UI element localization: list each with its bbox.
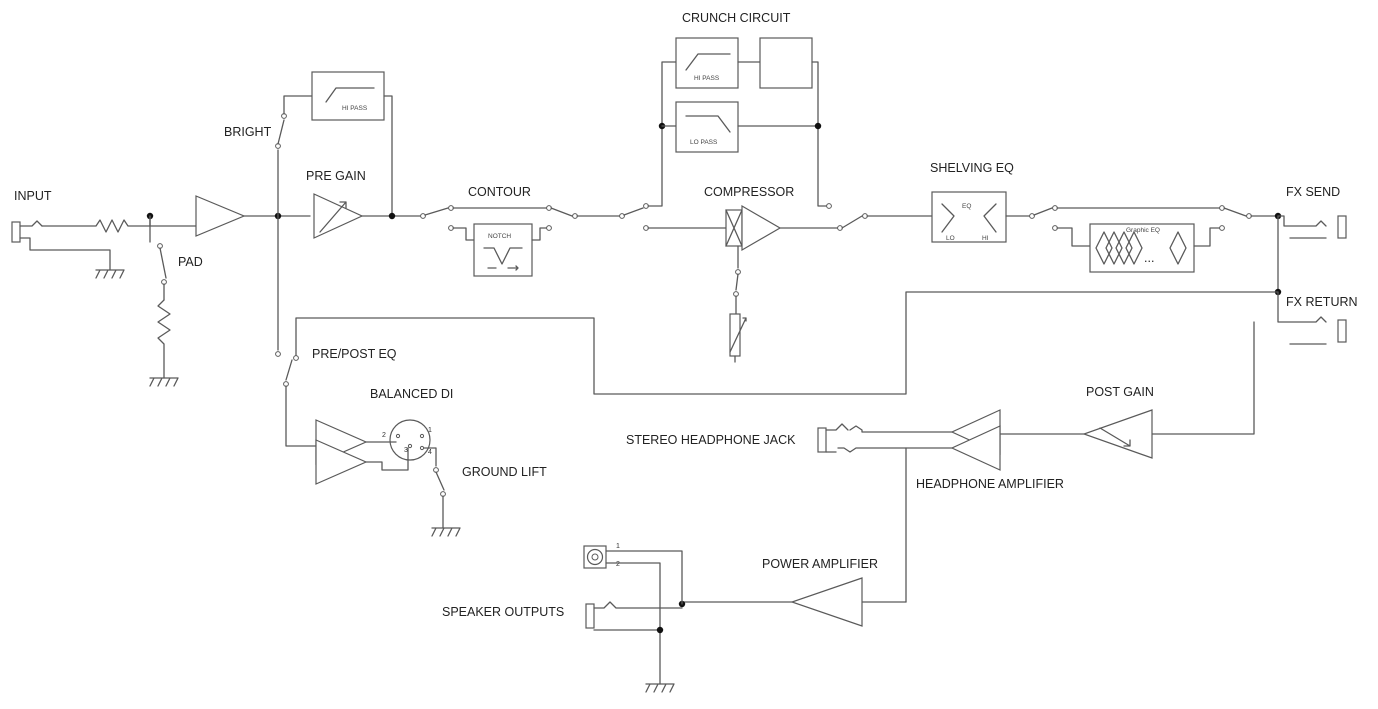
contour-switch-in[interactable] — [420, 205, 454, 231]
ground-lift-label: GROUND LIFT — [462, 465, 547, 479]
compressor-sidechain — [729, 245, 747, 363]
contour-label: CONTOUR — [468, 185, 531, 199]
post-gain-amp[interactable] — [1082, 409, 1153, 459]
ground-lift-switch[interactable] — [423, 447, 461, 537]
contour-notch-filter: NOTCH — [473, 223, 533, 277]
input-jack — [11, 220, 125, 279]
pad-label: PAD — [178, 255, 203, 269]
svg-text:2: 2 — [616, 561, 620, 568]
bright-switch[interactable] — [275, 95, 313, 217]
svg-text:1: 1 — [616, 543, 620, 550]
contour-switch-out[interactable] — [550, 207, 578, 219]
svg-text:1: 1 — [428, 427, 432, 434]
crunch-lo-pass-filter: LO PASS — [675, 101, 739, 153]
svg-text:NOTCH: NOTCH — [488, 233, 511, 240]
svg-text:LO PASS: LO PASS — [690, 139, 718, 146]
graphic-eq: Graphic EQ ... — [1089, 223, 1195, 273]
svg-text:4: 4 — [428, 449, 432, 456]
svg-text:2: 2 — [382, 432, 386, 439]
bright-label: BRIGHT — [224, 125, 272, 139]
speakon-output[interactable]: 1 2 — [583, 543, 620, 569]
stereo-headphone-jack[interactable] — [817, 423, 849, 453]
graphic-eq-switch-out[interactable] — [1219, 205, 1252, 231]
crunch-block — [759, 37, 813, 89]
compressor-label: COMPRESSOR — [704, 185, 794, 199]
svg-text:LO: LO — [946, 235, 955, 242]
pad-switch[interactable] — [149, 215, 167, 301]
shelving-eq-label: SHELVING EQ — [930, 161, 1014, 175]
crunch-switch-out[interactable] — [826, 203, 868, 231]
pre-post-eq-label: PRE/POST EQ — [312, 347, 397, 361]
shelving-eq: EQ LO HI — [931, 191, 1007, 243]
input-resistor — [41, 219, 197, 233]
headphone-amplifier — [950, 409, 1001, 471]
bright-hi-pass-filter: HI PASS — [311, 71, 385, 121]
crunch-switch-in[interactable] — [619, 203, 649, 231]
svg-text:HI: HI — [982, 235, 989, 242]
fx-return-jack[interactable] — [1277, 291, 1347, 345]
pre-post-eq-switch[interactable] — [275, 351, 299, 387]
speaker-outputs-label: SPEAKER OUTPUTS — [442, 605, 564, 619]
crunch-hi-pass-filter: HI PASS — [675, 37, 739, 89]
svg-text:Graphic EQ: Graphic EQ — [1126, 227, 1160, 234]
crunch-circuit-label: CRUNCH CIRCUIT — [682, 11, 791, 25]
pad-resistor — [149, 299, 179, 387]
stereo-headphone-jack-label: STEREO HEADPHONE JACK — [626, 433, 796, 447]
balanced-di-driver — [315, 419, 368, 485]
headphone-amplifier-label: HEADPHONE AMPLIFIER — [916, 477, 1064, 491]
balanced-di-label: BALANCED DI — [370, 387, 453, 401]
xlr-output[interactable]: 2 1 3 4 — [382, 419, 432, 461]
power-amplifier — [790, 577, 863, 627]
fx-send-jack[interactable] — [1277, 215, 1347, 239]
input-buffer — [195, 195, 246, 237]
pre-gain-label: PRE GAIN — [306, 169, 366, 183]
svg-text:3: 3 — [404, 447, 408, 454]
graphic-eq-switch-in[interactable] — [1029, 205, 1058, 231]
post-gain-label: POST GAIN — [1086, 385, 1154, 399]
compressor — [725, 204, 782, 252]
fx-send-label: FX SEND — [1286, 185, 1340, 199]
fx-return-label: FX RETURN — [1286, 295, 1358, 309]
svg-text:...: ... — [1144, 251, 1154, 265]
speaker-output-jack[interactable] — [585, 601, 683, 631]
power-amplifier-label: POWER AMPLIFIER — [762, 557, 878, 571]
input-label: INPUT — [14, 189, 52, 203]
pre-gain-amp[interactable] — [313, 193, 364, 239]
svg-text:HI PASS: HI PASS — [342, 105, 368, 112]
svg-text:HI PASS: HI PASS — [694, 75, 720, 82]
svg-text:EQ: EQ — [962, 203, 971, 210]
